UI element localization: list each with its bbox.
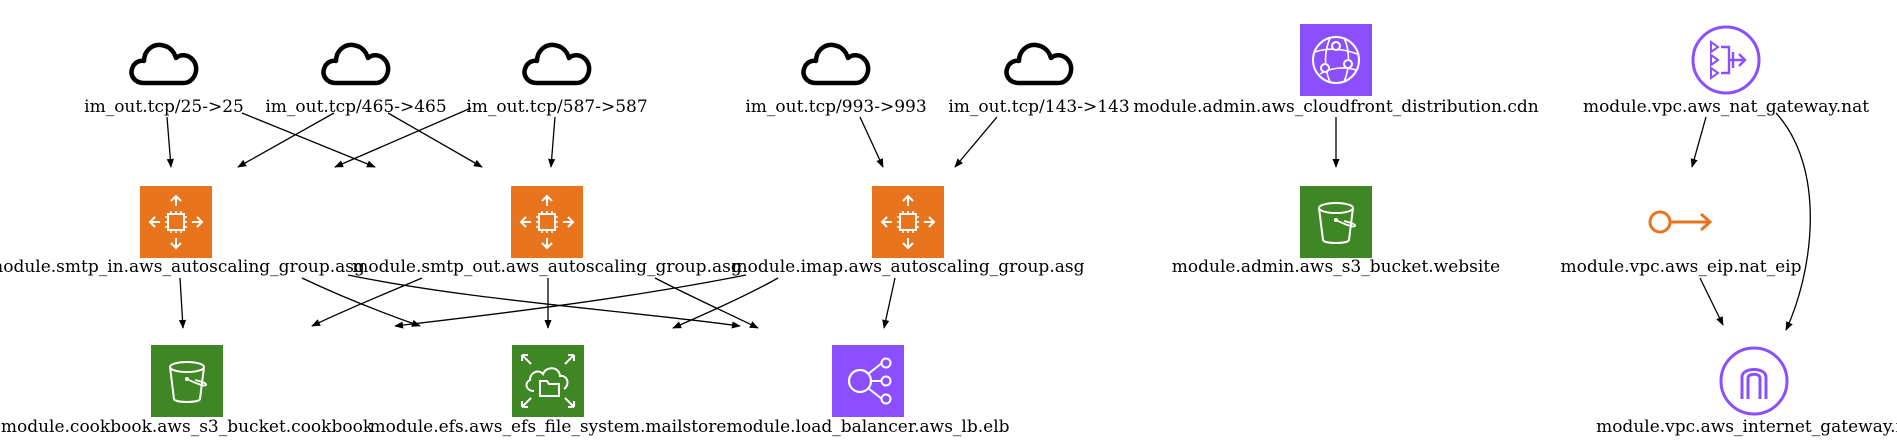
edge-smtp-in-to-elb bbox=[347, 274, 741, 329]
cloudfront-icon bbox=[1300, 24, 1372, 96]
edge-im-out-587-to-smtp-in bbox=[334, 107, 472, 168]
node-label: module.efs.aws_efs_file_system.mailstore bbox=[370, 417, 727, 437]
node-label: module.smtp_in.aws_autoscaling_group.asg bbox=[0, 257, 365, 277]
node-label: im_out.tcp/25->25 bbox=[84, 97, 244, 117]
load-balancer-icon bbox=[832, 345, 904, 417]
cloud-icon bbox=[525, 45, 590, 83]
node-label: module.vpc.aws_eip.nat_eip bbox=[1561, 257, 1802, 277]
node-cdn: module.admin.aws_cloudfront_distribution… bbox=[1133, 24, 1539, 117]
edge-im-out-465-to-smtp-out bbox=[387, 112, 483, 168]
node-elb: module.load_balancer.aws_lb.elb bbox=[726, 345, 1010, 437]
node-imap: module.imap.aws_autoscaling_group.asg bbox=[732, 186, 1085, 277]
edge-im-out-587-to-smtp-out bbox=[548, 116, 556, 168]
node-igw: module.vpc.aws_internet_gateway.ig bbox=[1596, 346, 1897, 437]
node-im-out-465: im_out.tcp/465->465 bbox=[265, 45, 447, 117]
node-im-out-25: im_out.tcp/25->25 bbox=[84, 45, 244, 117]
autoscaling-icon bbox=[872, 186, 944, 258]
node-label: im_out.tcp/143->143 bbox=[948, 97, 1129, 117]
edge-smtp-in-to-mailstore bbox=[301, 277, 421, 327]
node-im-out-587: im_out.tcp/587->587 bbox=[466, 45, 648, 117]
node-nat: module.vpc.aws_nat_gateway.nat bbox=[1583, 25, 1869, 117]
autoscaling-icon bbox=[140, 186, 212, 258]
cloud-icon bbox=[132, 45, 197, 83]
edge-nat-eip-to-igw bbox=[1699, 277, 1724, 326]
edge-nat-to-igw bbox=[1775, 112, 1811, 331]
node-mailstore: module.efs.aws_efs_file_system.mailstore bbox=[370, 345, 727, 437]
edge-im-out-465-to-smtp-in bbox=[237, 112, 335, 168]
internet-gateway-icon bbox=[1719, 346, 1789, 416]
edges bbox=[166, 107, 1811, 331]
node-label: module.load_balancer.aws_lb.elb bbox=[726, 417, 1009, 437]
node-im-out-993: im_out.tcp/993->993 bbox=[745, 45, 927, 117]
cloud-icon bbox=[804, 45, 869, 83]
edge-imap-to-elb bbox=[882, 277, 896, 329]
node-cookbook: module.cookbook.aws_s3_bucket.cookbook bbox=[1, 345, 374, 437]
node-smtp-out: module.smtp_out.aws_autoscaling_group.as… bbox=[352, 186, 742, 277]
edge-smtp-out-to-cookbook bbox=[311, 277, 423, 327]
edge-im-out-993-to-imap bbox=[859, 116, 884, 168]
node-label: module.admin.aws_s3_bucket.website bbox=[1172, 257, 1500, 277]
s3-bucket-icon bbox=[151, 345, 223, 417]
cloud-icon bbox=[1007, 45, 1072, 83]
node-label: module.imap.aws_autoscaling_group.asg bbox=[732, 257, 1085, 277]
edge-imap-to-cookbook bbox=[394, 274, 747, 329]
node-label: im_out.tcp/465->465 bbox=[265, 97, 446, 117]
node-label: module.admin.aws_cloudfront_distribution… bbox=[1133, 97, 1538, 117]
edge-im-out-25-to-smtp-in bbox=[166, 116, 174, 168]
edge-smtp-out-to-elb bbox=[654, 277, 759, 329]
node-label: module.smtp_out.aws_autoscaling_group.as… bbox=[352, 257, 742, 277]
node-website: module.admin.aws_s3_bucket.website bbox=[1172, 186, 1500, 277]
node-label: module.vpc.aws_internet_gateway.ig bbox=[1596, 417, 1897, 437]
node-smtp-in: module.smtp_in.aws_autoscaling_group.asg bbox=[0, 186, 365, 277]
edge-imap-to-mailstore bbox=[672, 277, 779, 329]
efs-icon bbox=[512, 345, 584, 417]
node-label: module.vpc.aws_nat_gateway.nat bbox=[1583, 97, 1869, 117]
edge-im-out-25-to-smtp-out bbox=[241, 112, 376, 168]
node-label: im_out.tcp/993->993 bbox=[745, 97, 926, 117]
node-nat-eip: module.vpc.aws_eip.nat_eip bbox=[1561, 210, 1802, 277]
elastic-ip-icon bbox=[1648, 210, 1712, 234]
node-label: module.cookbook.aws_s3_bucket.cookbook bbox=[1, 417, 374, 437]
edge-nat-to-nat-eip bbox=[1690, 116, 1707, 168]
cloud-icon bbox=[324, 45, 389, 83]
s3-bucket-icon bbox=[1300, 186, 1372, 258]
node-label: im_out.tcp/587->587 bbox=[466, 97, 647, 117]
node-im-out-143: im_out.tcp/143->143 bbox=[948, 45, 1130, 117]
nat-gateway-icon bbox=[1691, 25, 1761, 95]
edge-im-out-143-to-imap bbox=[954, 116, 998, 168]
edge-smtp-in-to-cookbook bbox=[178, 277, 187, 329]
autoscaling-icon bbox=[511, 186, 583, 258]
